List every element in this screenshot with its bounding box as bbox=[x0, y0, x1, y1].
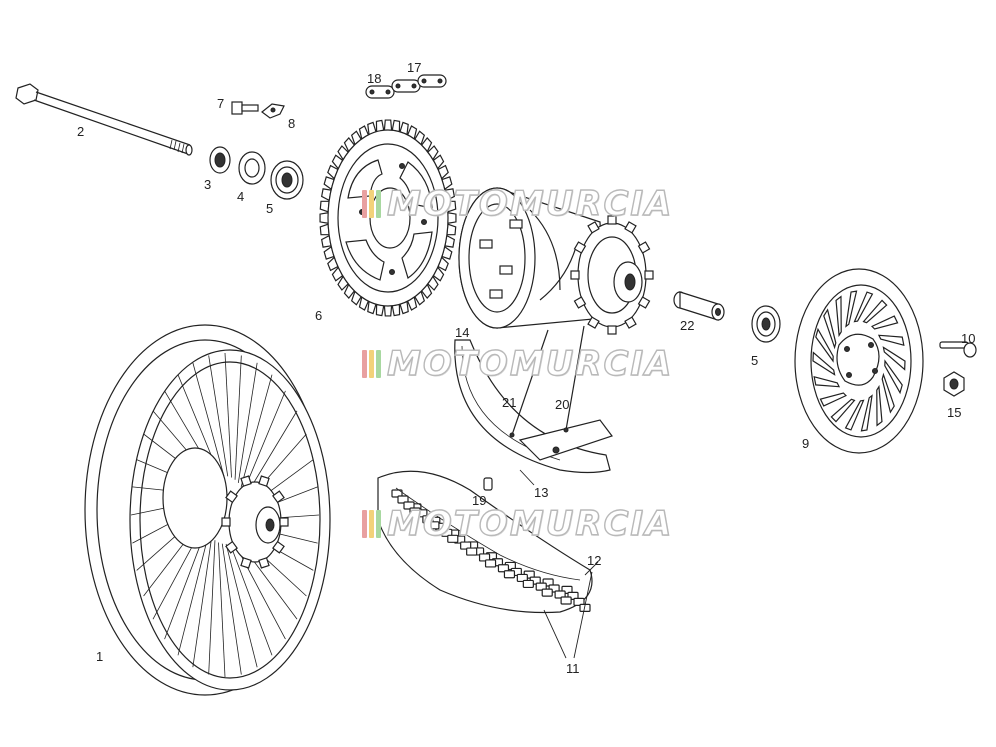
part-label-10: 10 bbox=[961, 331, 976, 346]
chain-links bbox=[365, 74, 447, 99]
part-label-3: 3 bbox=[204, 177, 212, 192]
part-label-4: 4 bbox=[237, 189, 245, 204]
watermark-bar bbox=[362, 190, 367, 218]
part-label-2: 2 bbox=[77, 124, 85, 139]
watermark-bar bbox=[369, 190, 374, 218]
part-label-1: 1 bbox=[96, 649, 104, 664]
watermark: MOTOMURCIA bbox=[362, 503, 674, 545]
valve bbox=[483, 477, 493, 491]
part-label-6: 6 bbox=[315, 308, 323, 323]
watermark-bar bbox=[376, 350, 381, 378]
axle bbox=[15, 83, 193, 156]
watermark: MOTOMURCIA bbox=[362, 343, 674, 385]
watermark-bar bbox=[376, 510, 381, 538]
part-label-15: 15 bbox=[947, 405, 962, 420]
watermark-text: MOTOMURCIA bbox=[386, 503, 674, 544]
part-label-20: 20 bbox=[555, 397, 570, 412]
spacer-sleeve bbox=[673, 291, 725, 321]
nut-plate bbox=[261, 103, 285, 119]
part-label-19: 19 bbox=[472, 493, 487, 508]
part-label-5-left: 5 bbox=[266, 201, 274, 216]
front-wheel bbox=[84, 324, 331, 696]
watermark-logo bbox=[362, 350, 381, 378]
watermark-bar bbox=[362, 350, 367, 378]
part-label-22: 22 bbox=[680, 318, 695, 333]
part-label-9: 9 bbox=[802, 436, 810, 451]
bolt bbox=[231, 101, 259, 115]
part-label-13: 13 bbox=[534, 485, 549, 500]
leader-lines bbox=[519, 469, 599, 659]
watermark-bar bbox=[376, 190, 381, 218]
part-label-7: 7 bbox=[217, 96, 225, 111]
sprocket bbox=[319, 119, 457, 317]
watermark-bar bbox=[369, 510, 374, 538]
part-label-5-right: 5 bbox=[751, 353, 759, 368]
spacer bbox=[238, 151, 266, 185]
bearing-right bbox=[751, 305, 781, 343]
watermark: MOTOMURCIA bbox=[362, 183, 674, 225]
watermark-text: MOTOMURCIA bbox=[386, 343, 674, 384]
watermark-text: MOTOMURCIA bbox=[386, 183, 674, 224]
brake-disc bbox=[794, 268, 924, 454]
part-label-12: 12 bbox=[587, 553, 602, 568]
part-label-17: 17 bbox=[407, 60, 422, 75]
part-label-14: 14 bbox=[455, 325, 470, 340]
part-label-18: 18 bbox=[367, 71, 382, 86]
rim-band bbox=[454, 339, 613, 474]
seal bbox=[209, 146, 231, 174]
part-label-8: 8 bbox=[288, 116, 296, 131]
bearing-left bbox=[270, 160, 304, 200]
disc-nut bbox=[943, 371, 965, 397]
watermark-bar bbox=[369, 350, 374, 378]
rear-hub bbox=[458, 187, 654, 335]
part-label-21: 21 bbox=[502, 395, 517, 410]
watermark-logo bbox=[362, 190, 381, 218]
tyre bbox=[377, 470, 593, 614]
disc-bolt bbox=[939, 341, 977, 358]
watermark-logo bbox=[362, 510, 381, 538]
spokes-loose bbox=[509, 325, 585, 438]
part-label-11: 11 bbox=[566, 661, 580, 676]
watermark-bar bbox=[362, 510, 367, 538]
